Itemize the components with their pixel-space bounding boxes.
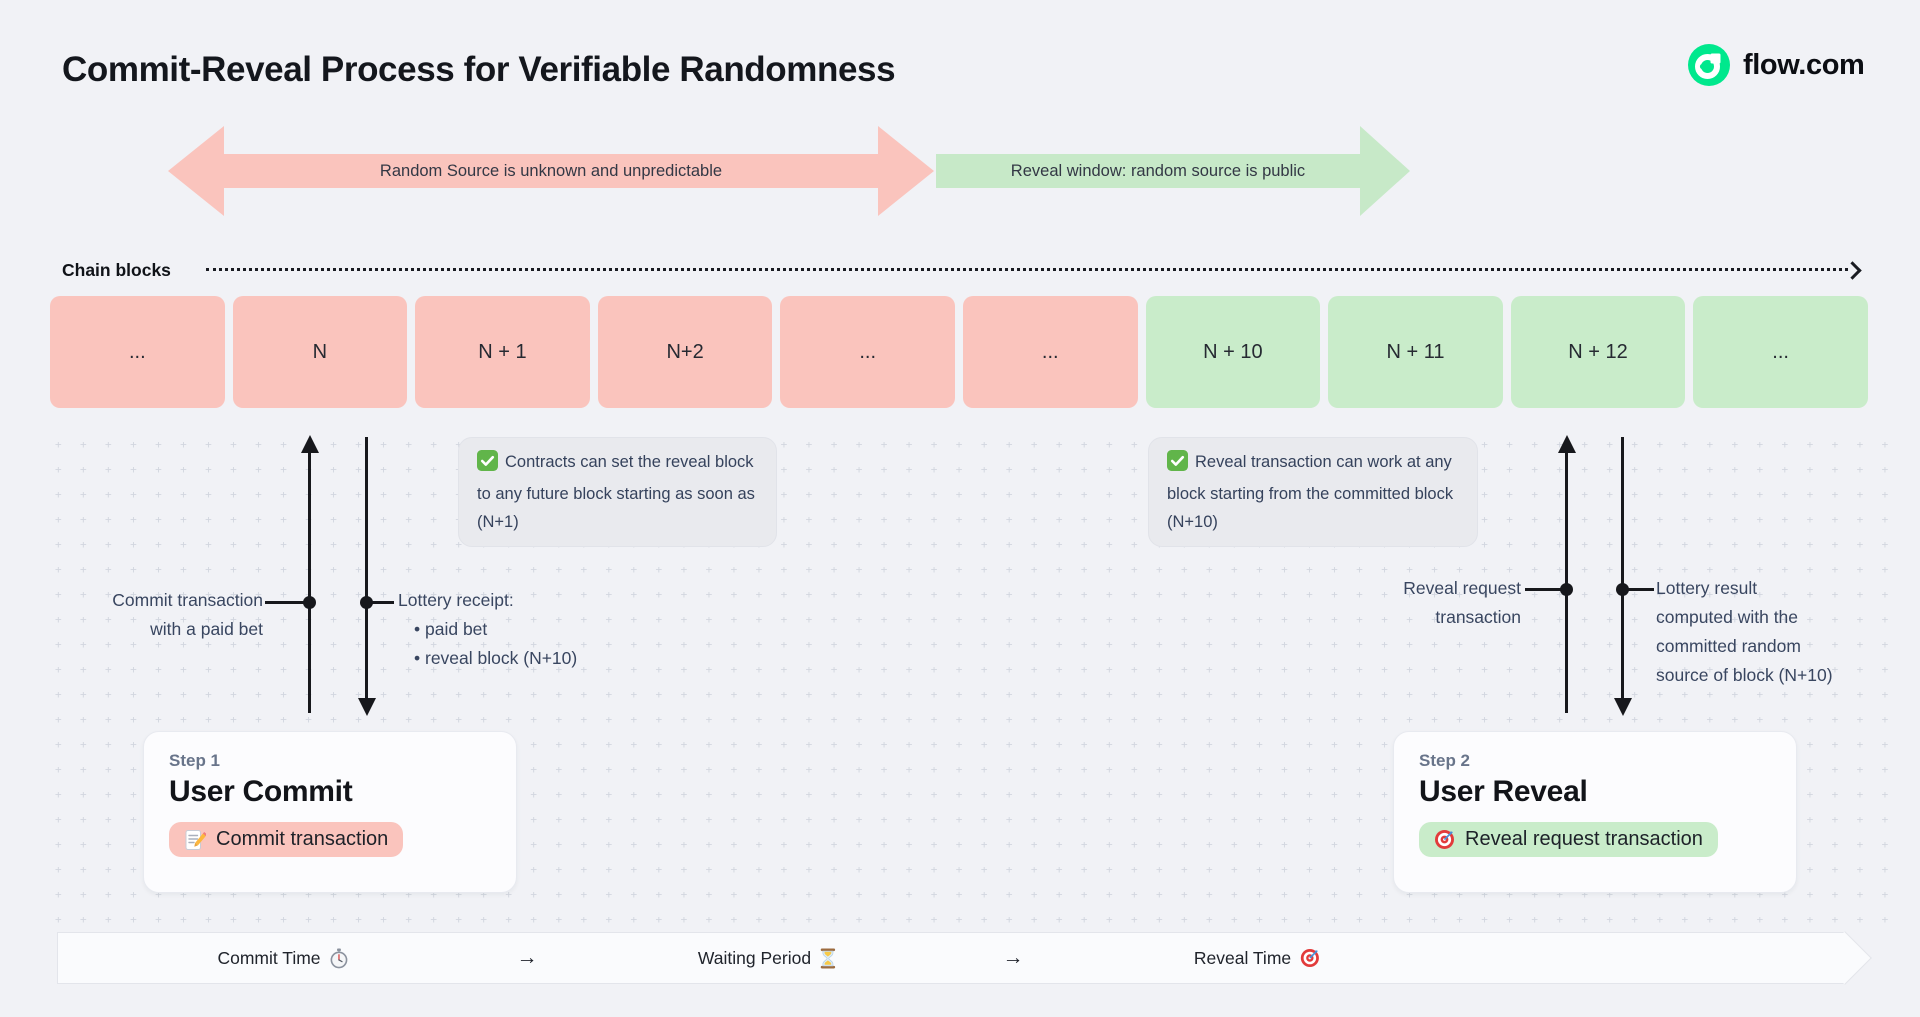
step2-title: User Reveal bbox=[1419, 775, 1588, 808]
step1-card: Step 1 User Commit Commit transaction bbox=[143, 731, 517, 893]
flow-brand[interactable]: flow.com bbox=[1688, 44, 1865, 86]
timeline-item-label: Commit Time bbox=[217, 947, 321, 968]
step2-card: Step 2 User Reveal Reveal request transa… bbox=[1393, 731, 1797, 893]
chain-block: ... bbox=[780, 296, 955, 408]
lottery-result-label-line: source of block (N+10) bbox=[1656, 665, 1833, 685]
timeline-item-reveal-time: Reveal Time bbox=[1194, 932, 1320, 984]
brand-name: flow.com bbox=[1743, 48, 1865, 81]
chain-block: N+2 bbox=[597, 296, 773, 408]
memo-icon bbox=[184, 829, 206, 851]
chain-block: ... bbox=[1693, 296, 1868, 408]
commit-request-label: Commit transaction with a paid bet bbox=[55, 586, 263, 644]
arrow-right-separator: → bbox=[1002, 946, 1024, 969]
connector-dot bbox=[303, 596, 316, 609]
reveal-phase-banner-label: Reveal window: random source is public bbox=[1010, 161, 1306, 180]
chain-block: N + 1 bbox=[415, 296, 590, 408]
reveal-request-transaction-button[interactable]: Reveal request transaction bbox=[1419, 822, 1718, 857]
connector-dot bbox=[1560, 583, 1573, 596]
connector-dot bbox=[360, 596, 373, 609]
reveal-note-text: Reveal transaction can work at any block… bbox=[1167, 453, 1454, 531]
flow-logo-icon bbox=[1688, 44, 1730, 86]
chain-block: N + 10 bbox=[1145, 296, 1321, 408]
chain-blocks-row: ... N N + 1 N+2 ... ... N + 10 N + 11 N … bbox=[50, 296, 1868, 408]
arrow-right-separator: → bbox=[516, 946, 538, 969]
lottery-result-label-line: committed random bbox=[1656, 636, 1801, 656]
check-icon bbox=[1167, 450, 1188, 480]
commit-note-text: Contracts can set the reveal block to an… bbox=[477, 453, 755, 531]
timeline-bar bbox=[57, 932, 1845, 984]
chain-block: N + 11 bbox=[1328, 296, 1503, 408]
commit-phase-banner: Random Source is unknown and unpredictab… bbox=[168, 126, 934, 216]
lottery-result-label: Lottery result computed with the committ… bbox=[1656, 574, 1886, 690]
timeline-separator: → bbox=[517, 932, 538, 984]
chain-axis-arrowhead-icon bbox=[1843, 261, 1862, 280]
chain-block: ... bbox=[50, 296, 225, 408]
commit-note-box: Contracts can set the reveal block to an… bbox=[458, 437, 777, 547]
reveal-request-label-line: transaction bbox=[1435, 607, 1521, 627]
lottery-result-label-line: computed with the bbox=[1656, 607, 1799, 627]
lottery-result-label-line: Lottery result bbox=[1656, 578, 1758, 598]
chain-blocks-label: Chain blocks bbox=[62, 260, 171, 280]
commit-request-label-line: Commit transaction bbox=[112, 590, 263, 610]
connector-line bbox=[1626, 588, 1654, 591]
commit-transaction-button-label: Commit transaction bbox=[216, 828, 389, 850]
timeline-item-commit-time: Commit Time bbox=[217, 932, 348, 984]
target-icon bbox=[1300, 948, 1320, 968]
lottery-receipt-title: Lottery receipt: bbox=[398, 590, 514, 610]
commit-transaction-button[interactable]: Commit transaction bbox=[169, 822, 404, 857]
receipt-down-arrow bbox=[357, 437, 376, 716]
chain-block: N bbox=[232, 296, 408, 408]
chain-block: N + 12 bbox=[1510, 296, 1686, 408]
connector-line bbox=[1525, 588, 1565, 591]
step1-title: User Commit bbox=[169, 775, 353, 808]
reveal-request-transaction-button-label: Reveal request transaction bbox=[1465, 828, 1703, 850]
timeline-item-label: Waiting Period bbox=[697, 947, 812, 968]
chain-block: ... bbox=[962, 296, 1138, 408]
reveal-request-label-line: Reveal request bbox=[1403, 578, 1521, 598]
check-icon bbox=[477, 450, 498, 480]
timeline-item-label: Reveal Time bbox=[1193, 947, 1292, 968]
reveal-up-arrow bbox=[1557, 435, 1576, 713]
timeline-separator: → bbox=[1003, 932, 1024, 984]
connector-dot bbox=[1616, 583, 1629, 596]
commit-phase-banner-label: Random Source is unknown and unpredictab… bbox=[379, 161, 723, 180]
connector-line bbox=[370, 601, 394, 604]
stopwatch-icon bbox=[330, 948, 349, 969]
reveal-request-label: Reveal request transaction bbox=[1331, 574, 1521, 632]
lottery-receipt-item: paid bet bbox=[398, 615, 638, 644]
lottery-receipt-label: Lottery receipt: paid bet reveal block (… bbox=[398, 586, 638, 673]
connector-line bbox=[265, 601, 305, 604]
step1-eyebrow: Step 1 bbox=[169, 751, 221, 770]
commit-request-label-line: with a paid bet bbox=[150, 619, 263, 639]
step2-eyebrow: Step 2 bbox=[1419, 751, 1471, 770]
reveal-phase-banner: Reveal window: random source is public bbox=[936, 126, 1410, 216]
target-icon bbox=[1434, 829, 1455, 850]
reveal-note-box: Reveal transaction can work at any block… bbox=[1148, 437, 1478, 547]
timeline-item-waiting-period: Waiting Period bbox=[698, 932, 836, 984]
chain-axis-dotted-line bbox=[206, 268, 1848, 271]
result-down-arrow bbox=[1613, 437, 1632, 716]
page-title: Commit-Reveal Process for Verifiable Ran… bbox=[62, 50, 896, 89]
commit-up-arrow bbox=[300, 435, 319, 713]
lottery-receipt-item: reveal block (N+10) bbox=[398, 644, 638, 673]
hourglass-icon bbox=[820, 948, 836, 969]
